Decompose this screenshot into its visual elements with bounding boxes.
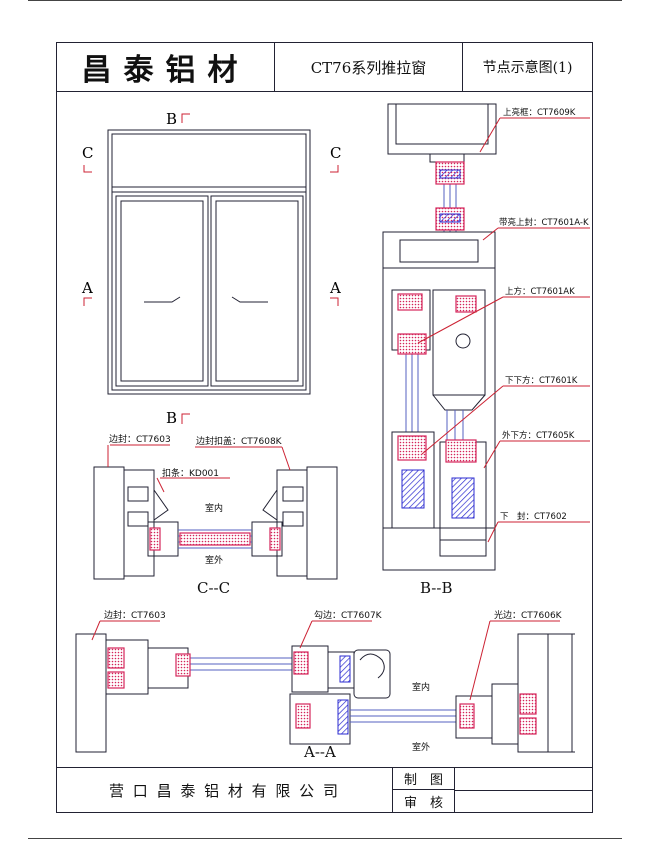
section-aa-caption: A--A <box>303 743 336 761</box>
series-name-cell: CT76系列推拉窗 <box>275 43 463 91</box>
right-sash-handle <box>231 296 268 303</box>
drawn-by-value-cell <box>455 768 592 791</box>
bb-label-outer-sash: 外下方：CT7605K <box>502 430 575 441</box>
sheet-title-cell: 节点示意图(1) <box>463 43 592 91</box>
drawing-frame: 昌泰铝材 CT76系列推拉窗 节点示意图(1) 营 口 昌 泰 铝 材 有 限 … <box>56 42 593 813</box>
section-mark-b-bottom: B <box>166 409 177 427</box>
window-elevation <box>107 129 311 395</box>
footer-block: 营 口 昌 泰 铝 材 有 限 公 司 制 图 审 核 <box>57 767 592 813</box>
section-aa-seals <box>107 647 537 735</box>
aa-label-hook-stile: 勾边：CT7607K <box>314 609 383 621</box>
bb-label-bottom-frame: 下 封：CT7602 <box>500 511 567 522</box>
aa-label-indoor: 室内 <box>412 681 430 693</box>
cc-label-side-seal-clip: 边封扣盖：CT7608K <box>196 435 283 447</box>
bb-label-upper-sash: 上方：CT7601AK <box>505 286 575 297</box>
section-bb-seals <box>397 161 477 463</box>
checked-by-label: 审 核 <box>403 796 443 811</box>
section-bb-brush-seals <box>401 169 475 519</box>
section-bb-caption: B--B <box>420 579 452 597</box>
cc-label-side-seal: 边封：CT7603 <box>109 433 171 445</box>
left-sash-handle <box>144 296 181 303</box>
series-name: CT76系列推拉窗 <box>310 58 427 77</box>
section-cc-seals <box>149 527 281 551</box>
aa-label-lock-stile: 光边：CT7606K <box>494 609 563 621</box>
section-cc-leaders <box>107 444 291 493</box>
company-name-cell: 营 口 昌 泰 铝 材 有 限 公 司 <box>57 768 393 813</box>
section-cc-caption: C--C <box>197 579 230 597</box>
section-mark-c-right: C <box>330 144 341 162</box>
cc-label-outdoor: 室外 <box>205 554 223 566</box>
section-mark-b-top: B <box>166 110 177 128</box>
section-bb-leaders <box>417 117 590 543</box>
page-bottom-rule <box>28 838 622 839</box>
cc-label-indoor: 室内 <box>205 502 223 514</box>
cc-label-pressure-strip: 扣条：KD001 <box>162 467 219 479</box>
section-bb-drawing <box>382 103 497 571</box>
drawn-by-label-cell: 制 图 <box>393 768 455 790</box>
bb-label-top-frame: 上亮框：CT7609K <box>503 107 576 118</box>
drawn-by-label: 制 图 <box>403 773 443 788</box>
company-logo-cell: 昌泰铝材 <box>57 43 275 91</box>
section-mark-a-left: A <box>81 279 93 297</box>
section-aa-drawing <box>75 633 575 753</box>
checked-by-label-cell: 审 核 <box>393 790 455 813</box>
title-block: 昌泰铝材 CT76系列推拉窗 节点示意图(1) <box>57 43 592 92</box>
section-mark-c-left: C <box>82 144 93 162</box>
company-name: 营 口 昌 泰 铝 材 有 限 公 司 <box>109 782 340 800</box>
section-aa-leaders <box>91 620 560 701</box>
section-cc-drawing <box>93 466 338 580</box>
section-aa-brush-seals <box>337 655 351 735</box>
sheet-title: 节点示意图(1) <box>482 60 573 76</box>
bb-label-transom: 带亮上封：CT7601A-K <box>499 217 589 228</box>
page-top-rule <box>28 0 622 1</box>
elevation-section-marks <box>83 113 339 424</box>
aa-label-outdoor: 室外 <box>412 741 430 753</box>
company-logo-text: 昌泰铝材 <box>81 53 250 88</box>
aa-label-side-seal: 边封：CT7603 <box>104 609 166 621</box>
section-mark-a-right: A <box>329 279 341 297</box>
bb-label-lower-sash: 下下方：CT7601K <box>505 375 578 386</box>
